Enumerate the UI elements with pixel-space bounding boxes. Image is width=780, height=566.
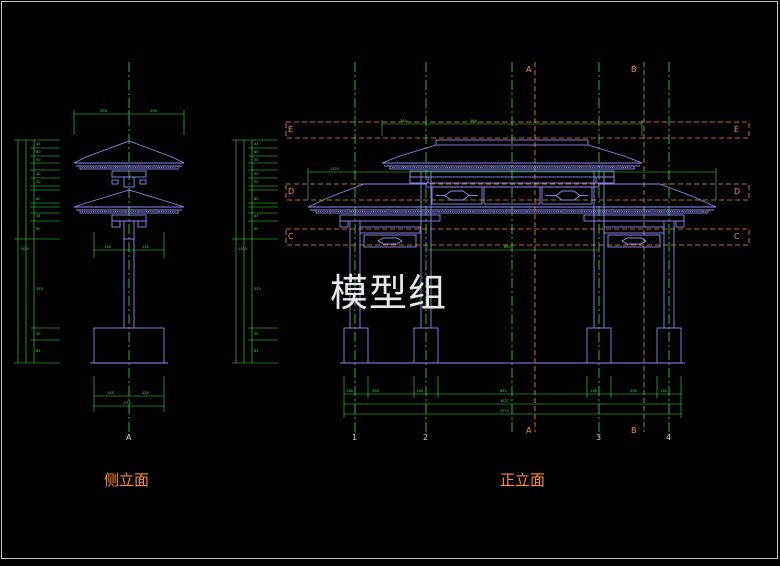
svg-text:138: 138 — [660, 389, 667, 393]
svg-text:138: 138 — [590, 389, 597, 393]
svg-text:398: 398 — [630, 389, 637, 393]
front-axis-a-bottom: A — [526, 426, 532, 435]
svg-text:1775: 1775 — [500, 409, 509, 413]
front-axis-3: 3 — [596, 433, 602, 442]
svg-text:863: 863 — [504, 245, 511, 249]
svg-text:398: 398 — [372, 389, 379, 393]
side-level-dimensions — [232, 139, 278, 364]
front-top-roof — [381, 139, 643, 184]
front-dim-text: 398 398 1125 863 138 398 138 863 138 398 138 16… — [330, 119, 667, 413]
level-e-left: E — [288, 125, 294, 134]
svg-text:45: 45 — [36, 214, 40, 218]
front-elevation-title: 正立面 — [500, 471, 546, 489]
svg-text:138: 138 — [416, 389, 423, 393]
svg-text:45: 45 — [36, 142, 40, 146]
section-lines — [285, 62, 750, 432]
svg-text:398: 398 — [150, 109, 157, 113]
side-dim-text: 398 398 138 138 138 138 276 45 60 50 40 50 80 4… — [20, 109, 157, 405]
side-elevation-title: 侧立面 — [104, 471, 150, 489]
front-axis-4: 4 — [666, 433, 672, 442]
svg-text:398: 398 — [100, 109, 107, 113]
front-axis-a-top: A — [526, 65, 532, 74]
svg-text:398: 398 — [400, 119, 407, 123]
svg-text:138: 138 — [142, 245, 149, 249]
svg-text:40: 40 — [36, 172, 40, 176]
svg-text:90: 90 — [254, 227, 258, 231]
front-axis-2: 2 — [423, 433, 429, 442]
front-axis-b-bottom: B — [631, 426, 637, 435]
front-posts — [340, 171, 685, 364]
svg-text:138: 138 — [142, 391, 149, 395]
side-post — [90, 239, 168, 364]
svg-text:90: 90 — [36, 227, 40, 231]
svg-text:398: 398 — [470, 119, 477, 123]
level-d-right: D — [734, 187, 741, 196]
side-elevation: 398 398 138 138 138 138 276 45 60 50 40 50 80 4… — [14, 62, 185, 432]
watermark-text: 模型组 — [330, 271, 448, 315]
svg-text:50: 50 — [254, 332, 258, 336]
svg-text:1125: 1125 — [330, 167, 339, 171]
front-axis-b-top: B — [631, 65, 637, 74]
level-c-left: C — [288, 232, 294, 241]
svg-text:80: 80 — [254, 197, 258, 201]
svg-text:45: 45 — [254, 214, 258, 218]
side-upper-roof — [73, 140, 185, 188]
svg-text:50: 50 — [36, 180, 40, 184]
side-axis-a: A — [126, 433, 132, 442]
svg-text:60: 60 — [254, 150, 258, 154]
svg-text:50: 50 — [254, 158, 258, 162]
front-axis-1: 1 — [352, 433, 358, 442]
svg-text:40: 40 — [254, 172, 258, 176]
svg-text:863: 863 — [500, 389, 507, 393]
svg-text:138: 138 — [346, 389, 353, 393]
side2-dim-text: 45 60 50 40 50 80 45 90 335 50 85 1125 — [238, 142, 261, 353]
svg-text:85: 85 — [36, 349, 40, 353]
svg-text:80: 80 — [36, 197, 40, 201]
svg-text:138: 138 — [104, 245, 111, 249]
svg-text:1125: 1125 — [20, 247, 29, 251]
front-mid-beam — [425, 182, 600, 205]
svg-text:276: 276 — [124, 401, 131, 405]
svg-text:45: 45 — [254, 142, 258, 146]
svg-text:335: 335 — [254, 287, 261, 291]
front-elevation: 398 398 1125 863 138 398 138 863 138 398 138 16… — [285, 62, 750, 432]
level-d-left: D — [288, 187, 295, 196]
front-lower-roof — [307, 183, 717, 228]
side-lower-roof — [73, 189, 185, 240]
front-dimensions — [307, 120, 717, 418]
svg-text:85: 85 — [254, 349, 258, 353]
level-c-right: C — [734, 232, 740, 241]
side-dimensions — [14, 110, 185, 412]
svg-text:50: 50 — [36, 158, 40, 162]
svg-text:1637: 1637 — [500, 399, 509, 403]
svg-text:335: 335 — [36, 287, 43, 291]
svg-text:138: 138 — [107, 391, 114, 395]
level-e-right: E — [734, 125, 740, 134]
svg-text:50: 50 — [36, 332, 40, 336]
svg-text:1125: 1125 — [238, 247, 247, 251]
svg-text:60: 60 — [36, 150, 40, 154]
svg-text:50: 50 — [254, 180, 258, 184]
